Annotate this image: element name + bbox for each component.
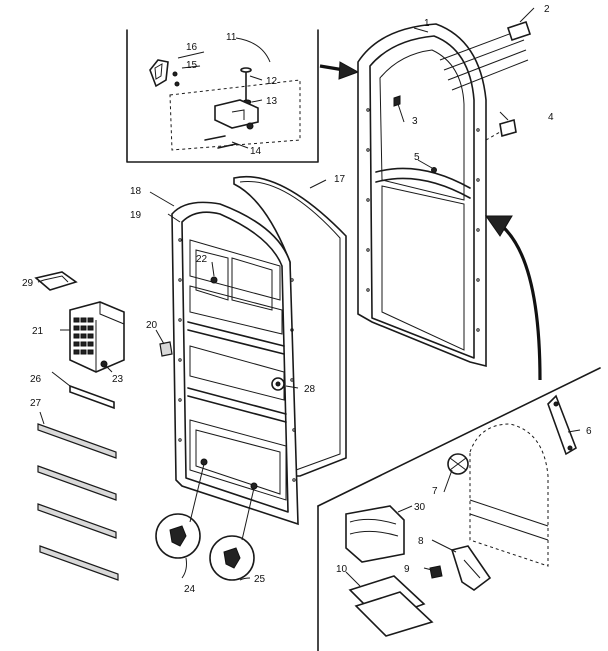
label-part-19: 19 — [130, 210, 142, 221]
label-part-16: 16 — [186, 42, 198, 53]
label-part-24: 24 — [184, 584, 196, 595]
label-part-9: 9 — [404, 564, 410, 575]
arrow-inset-to-door — [319, 61, 360, 80]
label-part-14: 14 — [250, 146, 262, 157]
inset-hinge-detail — [126, 29, 319, 163]
label-part-5: 5 — [414, 152, 420, 163]
label-part-28: 28 — [304, 384, 316, 395]
label-part-21: 21 — [32, 326, 44, 337]
lower-right-parts — [317, 367, 601, 651]
label-part-25: 25 — [254, 574, 266, 585]
label-part-17: 17 — [334, 174, 346, 185]
label-leaders — [37, 7, 535, 389]
label-part-1: 1 — [424, 18, 430, 29]
label-part-10: 10 — [336, 564, 348, 575]
label-part-6: 6 — [586, 426, 592, 437]
label-part-15: 15 — [186, 60, 198, 71]
label-part-27: 27 — [30, 398, 42, 409]
label-part-22: 22 — [196, 254, 208, 265]
label-part-30: 30 — [414, 502, 426, 513]
inner-door-liner — [171, 201, 299, 526]
outer-door — [357, 20, 532, 368]
label-part-8: 8 — [418, 536, 424, 547]
label-part-26: 26 — [30, 374, 42, 385]
arrow-to-outer-door — [485, 215, 542, 381]
label-part-3: 3 — [412, 116, 418, 127]
label-part-29: 29 — [22, 278, 34, 289]
label-part-4: 4 — [548, 112, 554, 123]
label-part-23: 23 — [112, 374, 124, 385]
part-labels: 1 2 3 4 5 6 7 8 9 10 11 12 13 14 15 16 1… — [22, 4, 592, 595]
left-parts — [34, 271, 255, 581]
label-part-11: 11 — [226, 32, 237, 43]
label-part-12: 12 — [266, 76, 278, 87]
part-16-shape — [149, 59, 169, 88]
label-part-2: 2 — [544, 4, 550, 15]
label-part-18: 18 — [130, 186, 142, 197]
label-part-20: 20 — [146, 320, 158, 331]
label-part-7: 7 — [432, 486, 438, 497]
label-part-13: 13 — [266, 96, 278, 107]
